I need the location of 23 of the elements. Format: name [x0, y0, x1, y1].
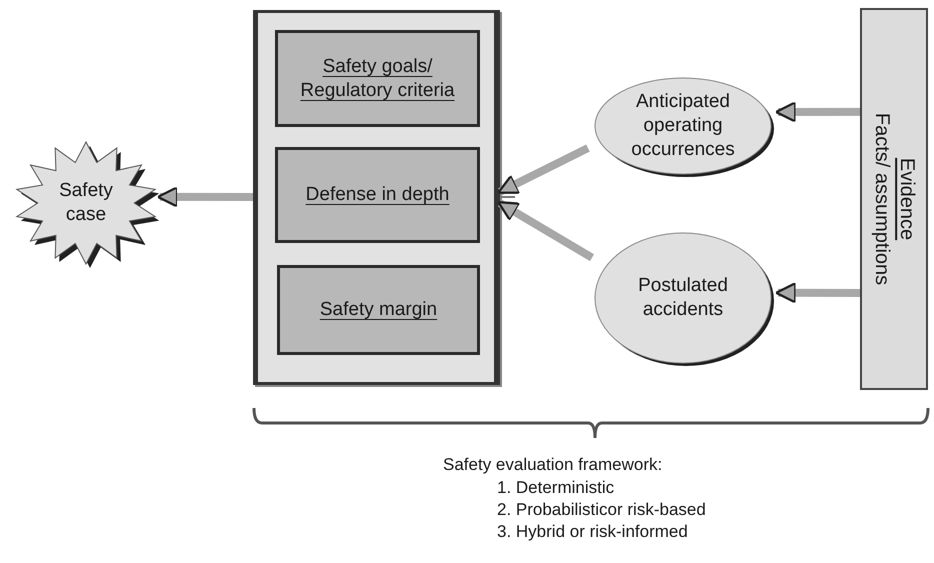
list-item: 1. Deterministic — [497, 478, 614, 498]
node-text: Facts/ assumptions — [870, 112, 894, 286]
principle-box — [275, 147, 480, 243]
block-arrow — [774, 101, 860, 123]
block-arrow — [156, 186, 254, 208]
block-arrow — [774, 282, 860, 304]
evidence-heading: Evidence — [895, 158, 919, 240]
node-text: Postulated accidents — [637, 274, 729, 322]
event-ellipse — [595, 233, 771, 363]
list-item: 3. Hybrid or risk-informed — [497, 522, 688, 542]
block-arrow — [497, 200, 594, 262]
evidence-bar — [860, 8, 928, 390]
framework-panel — [253, 10, 500, 385]
block-arrow — [497, 144, 590, 196]
principle-box — [277, 265, 480, 355]
node-text: Safety margin — [320, 298, 438, 322]
node-text: Safety goals/ Regulatory criteria — [299, 54, 456, 102]
node-text: Anticipated operating occurrences — [630, 90, 736, 162]
principle-box — [275, 30, 480, 127]
framework-heading: Safety evaluation framework: — [443, 455, 662, 475]
node-text: Defense in depth — [306, 183, 450, 207]
list-item: 2. Probabilisticor risk-based — [497, 500, 706, 520]
event-ellipse — [595, 78, 771, 174]
